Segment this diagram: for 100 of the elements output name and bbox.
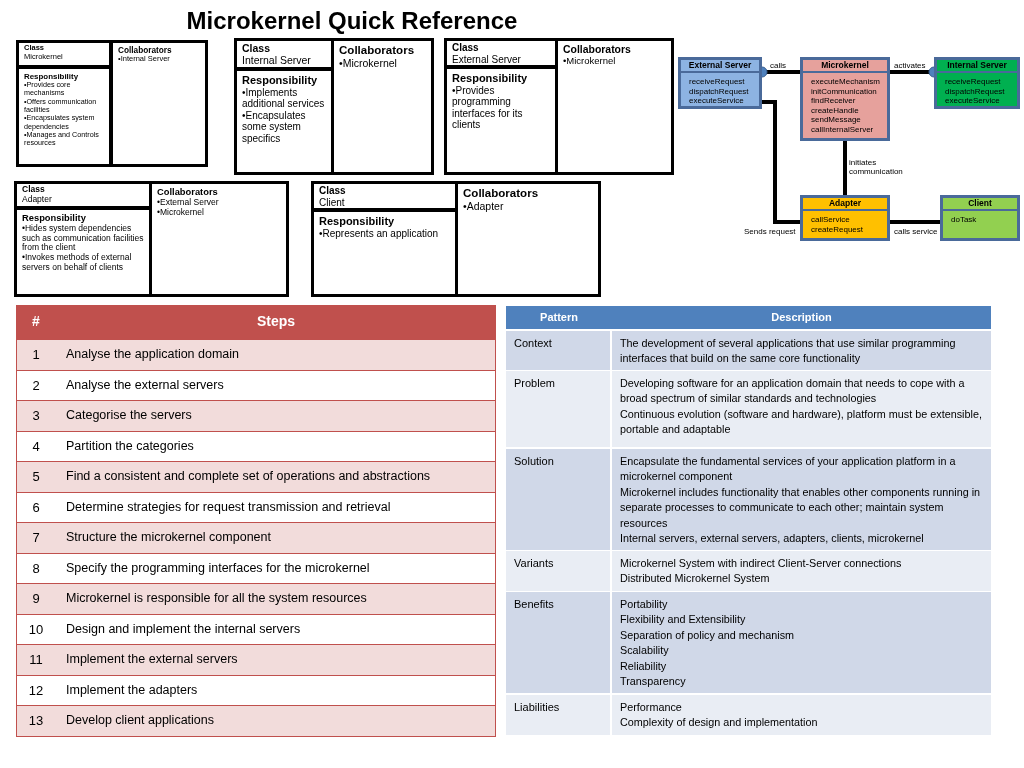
method-name: sendMessage — [810, 115, 862, 125]
method-name: receiveRequest — [944, 77, 1002, 87]
responsibility-box — [444, 66, 558, 175]
uml-class-box — [934, 57, 1020, 109]
step-text: Categorise the servers — [66, 408, 192, 422]
description-text: Reliability — [620, 658, 668, 674]
section-heading: Responsibility — [452, 72, 529, 85]
collaborators-box — [455, 181, 601, 297]
step-number: 3 — [31, 408, 41, 423]
description-text: Complexity of design and implementation — [620, 715, 819, 731]
method-name: executeService — [944, 96, 1001, 106]
description-text: Microkernel includes functionality that enables other components running in separate processes to communicate to each other; maintain system resources — [620, 484, 982, 531]
step-text: Structure the microkernel component — [66, 530, 271, 544]
step-number: 2 — [31, 377, 41, 393]
uml-class-box — [800, 57, 890, 141]
pattern-name: Variants — [514, 556, 555, 570]
connector-line — [843, 141, 847, 195]
connector-line — [762, 100, 800, 224]
class-name-box — [14, 181, 152, 209]
collaborator-item: •Microkernel — [339, 57, 398, 70]
connector-line — [890, 220, 940, 224]
description-text: Portability — [620, 597, 669, 612]
uml-class-box — [940, 195, 1020, 241]
responsibility-box — [14, 207, 152, 297]
description-text: Internal servers, external servers, adapters, clients, microkernel — [620, 531, 925, 547]
class-name: Client — [319, 196, 346, 208]
step-number: 5 — [31, 469, 41, 484]
uml-class-box — [678, 57, 762, 109]
step-text: Implement the adapters — [66, 682, 198, 697]
method-name: initCommunication — [810, 86, 878, 96]
collaborator-item: •Microkernel — [157, 207, 205, 218]
step-number: 12 — [27, 682, 45, 698]
method-name: dispatchRequest — [688, 86, 750, 96]
collaborators-box — [555, 38, 674, 175]
step-text: Implement the external servers — [66, 652, 238, 666]
column-header: # — [31, 313, 41, 329]
method-name: dispatchRequest — [944, 86, 1006, 96]
collaborators-box — [149, 181, 289, 297]
step-text: Analyse the external servers — [66, 377, 224, 392]
method-name: executeService — [688, 96, 745, 106]
collaborator-item: •Adapter — [463, 200, 505, 213]
class-title: Adapter — [803, 198, 887, 211]
method-name: findReceiver — [810, 96, 857, 106]
description-text: Separation of policy and mechanism — [620, 627, 796, 643]
class-name: External Server — [452, 53, 522, 65]
description-text: The development of several applications that use similar programming interfaces that build on the same core functionality — [620, 336, 957, 367]
class-name-box — [16, 40, 112, 68]
step-text: Analyse the application domain — [66, 347, 240, 361]
section-heading: Class — [319, 185, 347, 197]
step-number: 7 — [31, 530, 41, 545]
description-text: Distributed Microkernel System — [620, 571, 771, 587]
step-number: 11 — [28, 652, 44, 667]
title: Microkernel Quick Reference — [185, 6, 519, 36]
section-heading: Responsibility — [22, 213, 87, 224]
class-title: External Server — [681, 60, 759, 73]
column-header: Steps — [255, 313, 297, 329]
description-text: Flexibility and Extensibility — [620, 612, 747, 628]
class-name-box — [444, 38, 558, 68]
class-name: Adapter — [22, 194, 53, 205]
class-name: Internal Server — [242, 54, 312, 67]
collaborator-item: •External Server — [157, 197, 220, 208]
step-text: Microkernel is responsible for all the system resources — [66, 591, 367, 605]
column-header: Description — [770, 311, 833, 323]
description-text: Developing software for an application domain that needs to cope with a broad spectrum of similar standards and technologies — [620, 376, 966, 407]
pattern-name: Liabilities — [514, 700, 561, 714]
step-text: Partition the categories — [66, 438, 194, 453]
method-name: callService — [810, 215, 851, 225]
responsibility-box — [311, 209, 458, 297]
class-name-box — [234, 38, 334, 70]
step-number: 8 — [31, 560, 41, 576]
collaborator-item: •Microkernel — [563, 56, 617, 67]
step-number: 13 — [27, 713, 45, 728]
section-heading: Class — [242, 42, 272, 55]
class-title: Internal Server — [937, 60, 1017, 73]
section-heading: Collaborators — [463, 187, 540, 201]
description-text: Encapsulate the fundamental services of your application platform in a microkernel component — [620, 454, 957, 485]
responsibility-item: •Encapsulates some system specifics — [242, 109, 307, 145]
responsibility-item: •Provides programming interfaces for its clients — [452, 84, 524, 131]
responsibility-box — [234, 68, 334, 175]
collaborators-box — [331, 38, 434, 175]
class-title: Client — [943, 198, 1017, 211]
responsibility-item: •Hides system dependencies such as communication facilities from the client — [22, 223, 144, 253]
responsibility-item: •Represents an application — [319, 227, 440, 240]
description-text: Transparency — [620, 674, 687, 690]
step-text: Find a consistent and complete set of operations and abstractions — [66, 469, 431, 483]
step-text: Specify the programming interfaces for the microkernel — [66, 560, 370, 575]
section-heading: Class — [22, 185, 46, 195]
section-heading: Collaborators — [339, 44, 416, 58]
section-heading: Collaborators — [563, 44, 632, 56]
edge-label: Sends request — [744, 227, 796, 236]
description-text: Microkernel System with indirect Client-Server connections — [620, 556, 903, 571]
method-name: createHandle — [810, 105, 860, 115]
step-text: Design and implement the internal servers — [66, 621, 301, 636]
step-number: 6 — [31, 499, 41, 515]
pattern-name: Benefits — [514, 597, 555, 611]
section-heading: Class — [452, 42, 480, 54]
class-name-box — [311, 181, 458, 211]
section-heading: Responsibility — [319, 215, 396, 228]
responsibility-item: •Implements additional services — [242, 86, 326, 110]
collaborators-box — [110, 40, 208, 167]
